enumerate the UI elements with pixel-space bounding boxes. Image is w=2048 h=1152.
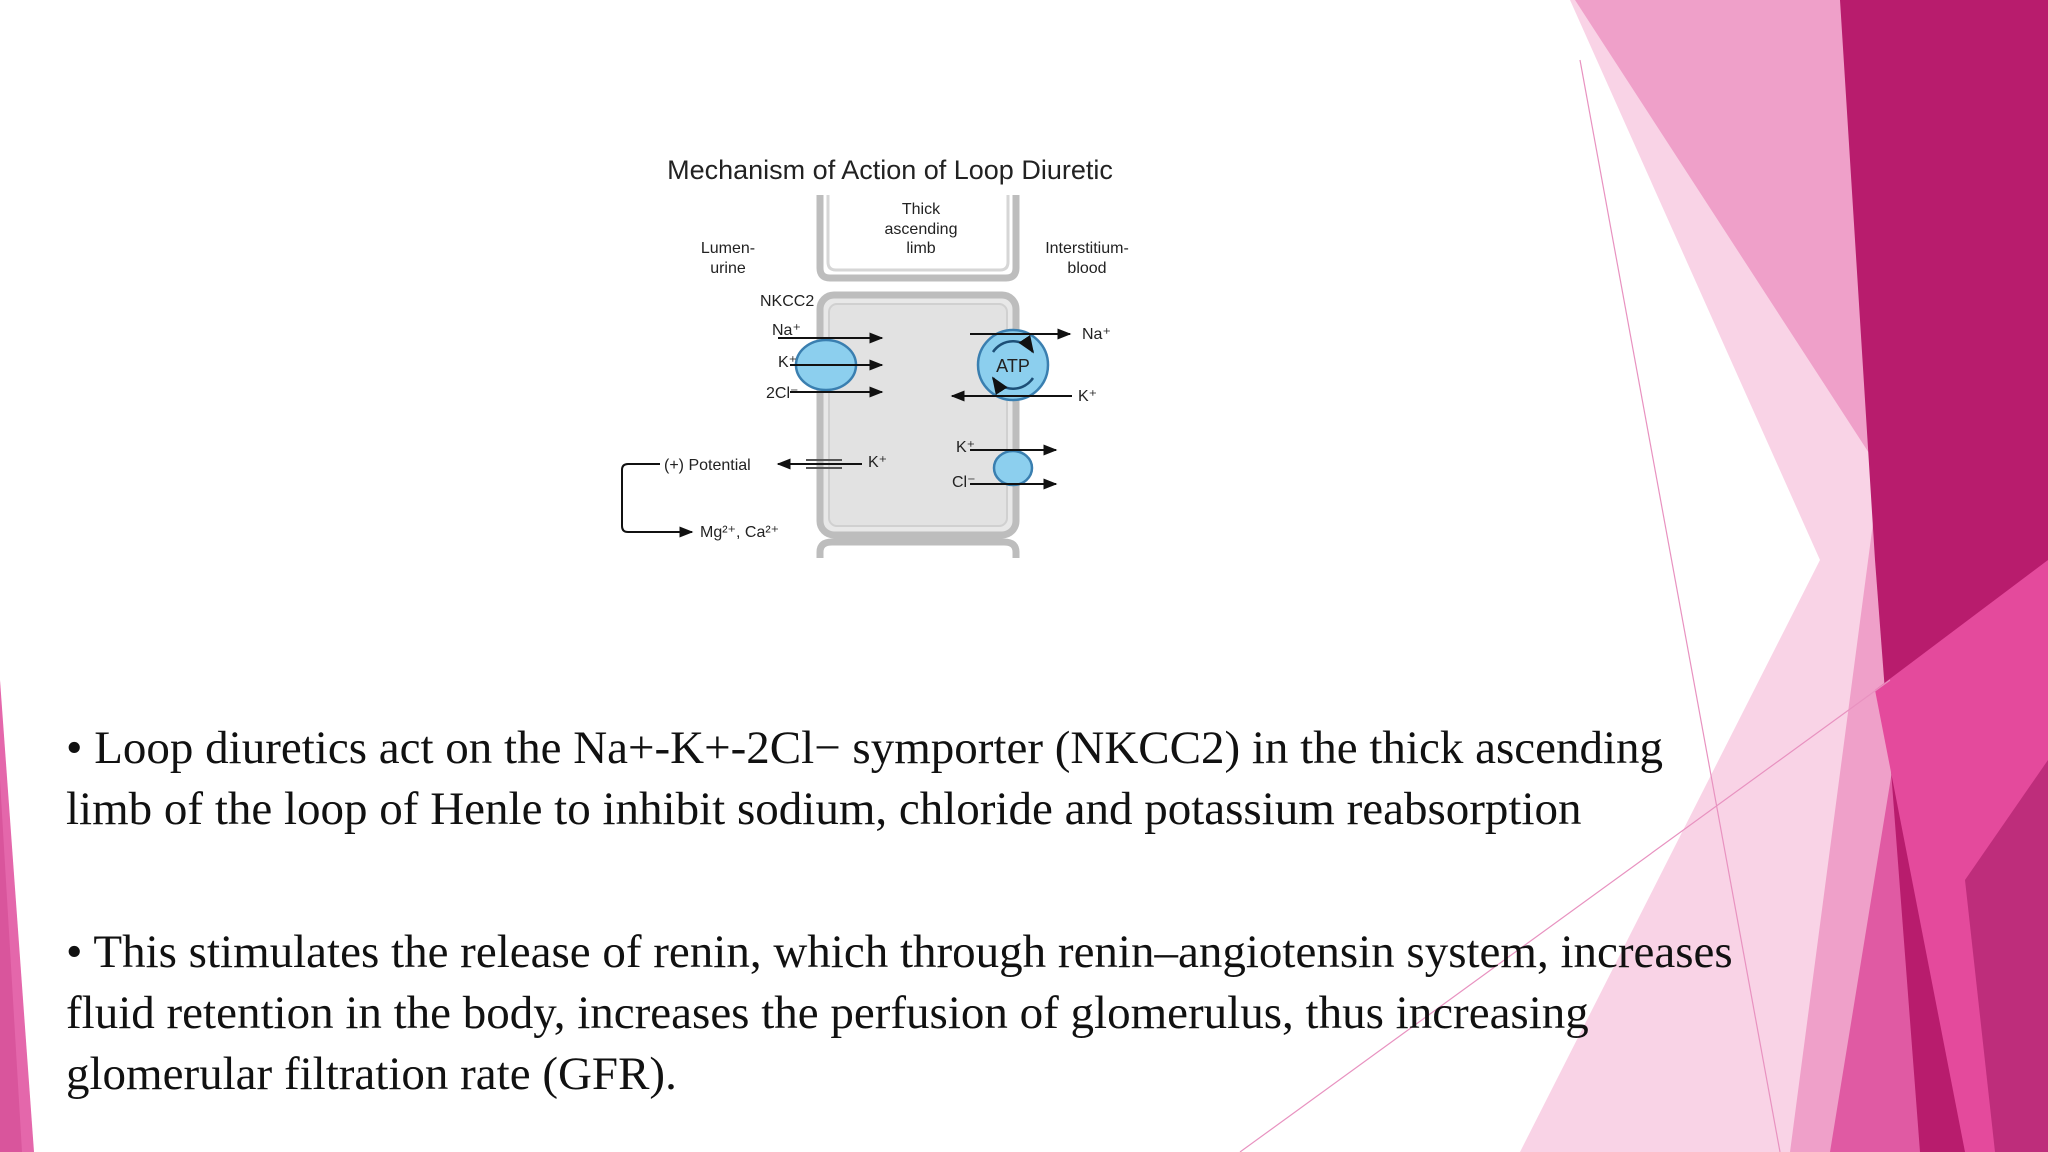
limb-label-line-3: limb <box>906 240 935 257</box>
lower-cell-wall <box>816 538 1020 558</box>
limb-label-line-1: Thick <box>902 201 941 218</box>
bullet-point-1: • Loop diuretics act on the Na+-K+-2Cl− … <box>66 722 1664 835</box>
divalent-cation-label: Mg²⁺, Ca²⁺ <box>700 524 779 541</box>
kcl-cotransporter <box>992 449 1034 487</box>
atpase-k-label: K⁺ <box>1078 388 1097 405</box>
lumen-label-line-2: urine <box>710 260 746 277</box>
accent-line-1 <box>1579 59 1781 1152</box>
nkcc2-na-label: Na⁺ <box>772 322 801 339</box>
right-shadow-panel <box>1965 760 2048 1152</box>
loop-diuretic-diagram: Mechanism of Action of Loop Diuretic Thi… <box>621 155 1129 558</box>
kcl-k-label: K⁺ <box>956 439 975 456</box>
potential-label: (+) Potential <box>664 457 751 474</box>
atpase-cycle-arrow-top <box>991 335 1035 354</box>
atpase-na-label: Na⁺ <box>1082 326 1111 343</box>
atpase-cycle-arrow-bottom <box>991 376 1035 395</box>
upper-cell-inner <box>826 195 1010 272</box>
interstitium-label-line-2: blood <box>1067 260 1106 277</box>
kcl-cl-label: Cl⁻ <box>952 474 976 491</box>
accent-line-2 <box>1239 679 1891 1152</box>
diagram-title: Mechanism of Action of Loop Diuretic <box>667 155 1113 185</box>
nkcc2-k-label: K⁺ <box>778 354 797 371</box>
upper-cell-wall <box>816 195 1020 282</box>
lumen-label-line-1: Lumen- <box>701 240 755 257</box>
limb-label-line-2: ascending <box>885 221 958 238</box>
left-accent-strip-inner <box>0 780 22 1152</box>
atpase-label: ATP <box>996 356 1030 376</box>
nkcc2-label: NKCC2 <box>760 293 814 310</box>
potential-bracket-arrow <box>621 463 694 538</box>
interstitium-label-line-1: Interstitium- <box>1045 240 1129 257</box>
nkcc2-2cl-label: 2Cl⁻ <box>766 385 798 402</box>
k-channel-label: K⁺ <box>868 454 887 471</box>
bullet-point-2: • This stimulates the release of renin, … <box>66 926 1733 1100</box>
